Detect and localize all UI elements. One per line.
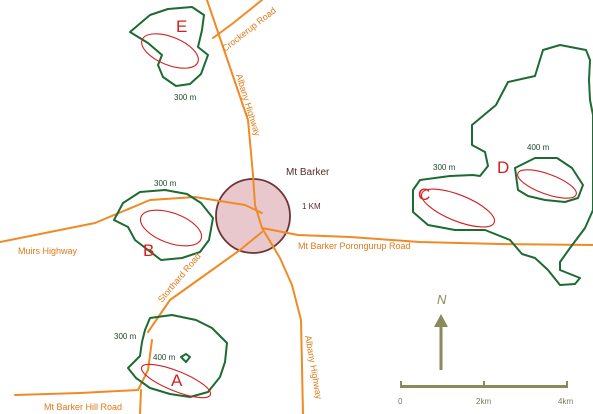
site-c-zone bbox=[420, 188, 496, 228]
site-a-inner-contour bbox=[180, 353, 191, 363]
site-e-label: E bbox=[176, 17, 187, 36]
site-e: E 300 m bbox=[129, 6, 209, 102]
north-arrow: N bbox=[434, 292, 448, 370]
site-d-contour bbox=[514, 157, 584, 203]
scale-bar: 0 2km 4km bbox=[398, 381, 573, 406]
crockerup-road-label: Crockerup Road bbox=[220, 5, 278, 53]
site-e-contour-label: 300 m bbox=[174, 93, 197, 102]
site-d-label: D bbox=[497, 158, 509, 177]
mt-barker-label: Mt Barker bbox=[286, 167, 330, 178]
site-c-contour bbox=[412, 44, 593, 286]
hill-road-south bbox=[139, 389, 142, 414]
site-a-contour-label: 300 m bbox=[114, 332, 137, 341]
north-arrow-label: N bbox=[437, 292, 447, 307]
site-b-contour bbox=[113, 189, 214, 261]
north-arrow-head bbox=[434, 314, 448, 327]
site-d-zone bbox=[517, 169, 577, 199]
scale-bar-tick-4km bbox=[566, 381, 568, 388]
site-d-contour-label: 400 m bbox=[527, 143, 550, 152]
hill-road-label: Mt Barker Hill Road bbox=[44, 402, 122, 412]
albany-highway-south-label: Albany Highway bbox=[303, 335, 324, 401]
site-a: A 300 m 400 m bbox=[114, 314, 228, 399]
porongurup-road-label: Mt Barker Porongurup Road bbox=[298, 241, 411, 251]
site-b-label: B bbox=[143, 241, 154, 260]
albany-highway-south-road bbox=[254, 204, 304, 414]
muirs-highway-road bbox=[0, 196, 263, 243]
site-e-contour bbox=[129, 6, 209, 87]
site-a-contour bbox=[127, 314, 228, 398]
site-a-inner-contour-label: 400 m bbox=[153, 353, 176, 362]
scale-label-4km: 4km bbox=[558, 397, 573, 406]
scale-bar-tick-0 bbox=[400, 381, 402, 388]
site-a-label: A bbox=[171, 371, 183, 390]
crockerup-road bbox=[212, 0, 263, 39]
site-e-zone bbox=[141, 33, 199, 69]
mt-barker-town-circle bbox=[215, 178, 291, 254]
site-b-contour-label: 300 m bbox=[154, 179, 177, 188]
hill-road bbox=[14, 339, 153, 396]
site-a-zone bbox=[140, 363, 212, 399]
muirs-highway-label: Muirs Highway bbox=[18, 246, 78, 256]
site-c-label: C bbox=[418, 185, 430, 204]
site-b-zone bbox=[139, 209, 203, 247]
storthard-road bbox=[147, 231, 263, 333]
scale-label-2km: 2km bbox=[476, 397, 491, 406]
albany-highway-north-road bbox=[206, 0, 256, 206]
site-c-d: C 300 m D 400 m bbox=[412, 44, 593, 286]
scale-bar-tick-2km bbox=[483, 381, 485, 388]
north-arrow-shaft bbox=[439, 326, 443, 370]
site-c-contour-label: 300 m bbox=[433, 163, 456, 172]
site-b: B 300 m bbox=[113, 179, 214, 261]
porongurup-road bbox=[261, 227, 593, 246]
scale-label-0: 0 bbox=[398, 397, 403, 406]
town-radius-label: 1 KM bbox=[302, 202, 321, 211]
